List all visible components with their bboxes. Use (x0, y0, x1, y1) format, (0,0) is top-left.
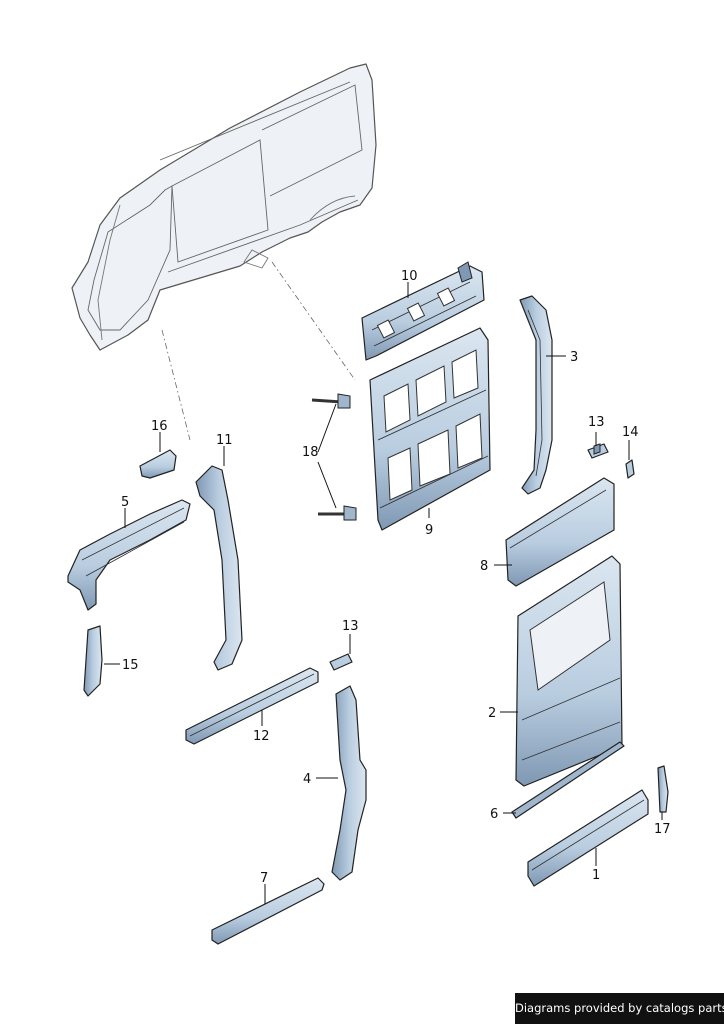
callout-16: 17 (654, 822, 671, 837)
callout-4: 4 (303, 772, 311, 787)
leader-lines (104, 282, 663, 904)
callout-8: 8 (480, 559, 488, 574)
credit-banner: Diagrams provided by catalogs parts (515, 993, 724, 1024)
callout-18: 18 (302, 445, 319, 460)
part-7-sill-rail (211, 877, 325, 945)
callout-5: 5 (121, 495, 129, 510)
part-11-pillar (195, 465, 243, 671)
callout-14: 14 (622, 425, 639, 440)
callout-7: 7 (260, 871, 268, 886)
part-10-upper-frame (361, 261, 485, 361)
part-9-partition-panel (369, 327, 491, 531)
part-13-clip-upper (587, 443, 609, 459)
part-2-sliding-door (515, 555, 623, 787)
part-13-clip-lower (329, 653, 353, 671)
part-15-bracket (139, 449, 177, 479)
callout-10: 10 (401, 269, 418, 284)
callout-6: 6 (490, 807, 498, 822)
callout-11: 11 (216, 433, 233, 448)
callout-2: 2 (488, 706, 496, 721)
part-4-pillar (331, 685, 367, 881)
callout-3: 3 (570, 350, 578, 365)
part-14-clip (625, 459, 635, 479)
callout-1: 1 (592, 868, 600, 883)
part-17-bracket (83, 625, 103, 697)
part-3-pillar (519, 295, 553, 495)
part-16-bracket (657, 765, 669, 813)
part-18-bolts (311, 393, 357, 521)
van-body-side-outline (71, 63, 377, 351)
callout-13-upper: 13 (588, 415, 605, 430)
part-8-door-upper-panel (505, 477, 615, 587)
callout-17: 15 (122, 658, 139, 673)
callout-9: 9 (425, 523, 433, 538)
callout-numbers: 10 3 13 14 18 9 8 2 6 17 1 16 11 5 15 13… (121, 269, 671, 886)
reference-lines (161, 261, 356, 441)
part-5-cross-member (67, 499, 191, 611)
part-12-rail (185, 667, 319, 745)
callout-13-lower: 13 (342, 619, 359, 634)
callout-15: 16 (151, 419, 168, 434)
part-6-strip (511, 741, 625, 819)
callout-12: 12 (253, 729, 270, 744)
part-1-sill (527, 789, 649, 887)
